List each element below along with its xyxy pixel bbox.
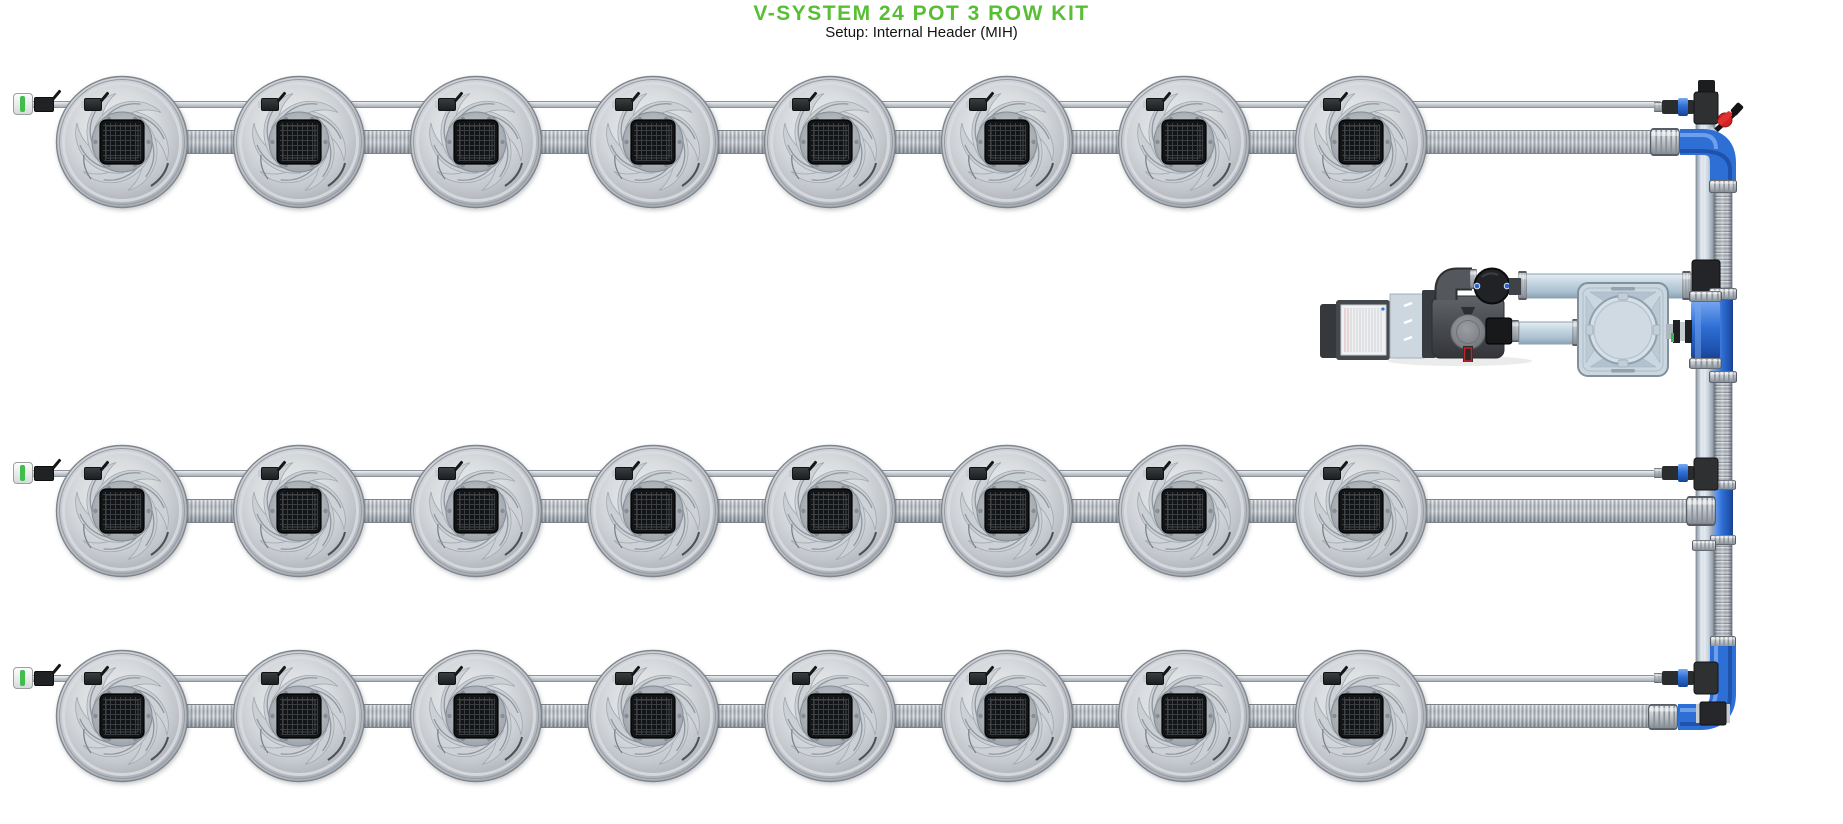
grow-pot [940,444,1074,578]
grow-pot [1117,649,1251,783]
grow-pot [232,444,366,578]
dripper-valve [1143,98,1164,111]
dripper-valve [435,98,456,111]
dripper-valve [1143,672,1164,685]
dripper-valve [612,672,633,685]
dripper-valve [789,467,810,480]
grow-pot [763,649,897,783]
grow-pot [55,444,189,578]
grow-pot [586,75,720,209]
grow-pot [1294,649,1428,783]
reservoir-tank [1577,282,1669,377]
dripper-valve [612,467,633,480]
dripper-valve [435,467,456,480]
grow-pot [586,649,720,783]
header-end-cap [1698,80,1715,94]
pump-head [1450,307,1486,362]
grow-pot [409,75,543,209]
dripper-valve [966,672,987,685]
dripper-valve [789,98,810,111]
grow-pot [409,444,543,578]
grow-pot [409,649,543,783]
grow-pot [55,75,189,209]
dripper-valve [258,98,279,111]
corrugated-pipe-segment [1409,499,1716,523]
grow-pot [232,649,366,783]
end-cap-fitting [34,671,54,686]
end-cap-fitting [34,97,54,112]
row1-return-elbow [1680,129,1736,186]
feed-end-cap [13,93,33,115]
header-row3-junction [1648,636,1736,730]
kit-subtitle: Setup: Internal Header (MIH) [825,24,1018,41]
row3-return-elbow [1678,646,1736,730]
dripper-valve [1320,672,1341,685]
header-reservoir-junction [1666,259,1737,383]
dripper-valve [966,98,987,111]
pump-filter [1320,300,1390,360]
pump-bracket [1389,293,1425,359]
vertical-return-header [1713,181,1733,651]
grow-pot [940,649,1074,783]
corrugated-pipe-segment [1409,130,1654,154]
grow-pot [763,75,897,209]
dripper-valve [435,672,456,685]
dripper-valve [258,467,279,480]
feed-end-cap [13,462,33,484]
feed-end-cap [13,667,33,689]
red-drain-valve [1705,102,1744,140]
dripper-valve [966,467,987,480]
pump-suction-pipe [1518,319,1582,346]
grow-pot [232,75,366,209]
grow-pot [1117,444,1251,578]
vertical-feed-header [1695,94,1716,695]
dripper-valve [789,672,810,685]
grow-pot [586,444,720,578]
kit-title: V-SYSTEM 24 POT 3 ROW KIT [753,2,1090,25]
pump-valve [1473,267,1511,305]
end-cap-fitting [34,466,54,481]
reservoir-lid [1588,295,1658,365]
grow-pot [1117,75,1251,209]
pump-output-pipe [1518,271,1695,300]
pump-assembly [1320,267,1532,366]
grow-pot [55,649,189,783]
dripper-valve [1143,467,1164,480]
grow-pot [763,444,897,578]
header-top-assembly [1650,80,1744,193]
dripper-valve [81,467,102,480]
dripper-valve [258,672,279,685]
corrugated-pipe-segment [1409,704,1650,728]
grow-pot [1294,75,1428,209]
dripper-valve [81,672,102,685]
dripper-valve [1320,98,1341,111]
dripper-valve [612,98,633,111]
grow-pot [1294,444,1428,578]
dripper-valve [1320,467,1341,480]
grow-pot [940,75,1074,209]
dripper-valve [81,98,102,111]
reservoir-outlet-fitting [1666,320,1692,343]
